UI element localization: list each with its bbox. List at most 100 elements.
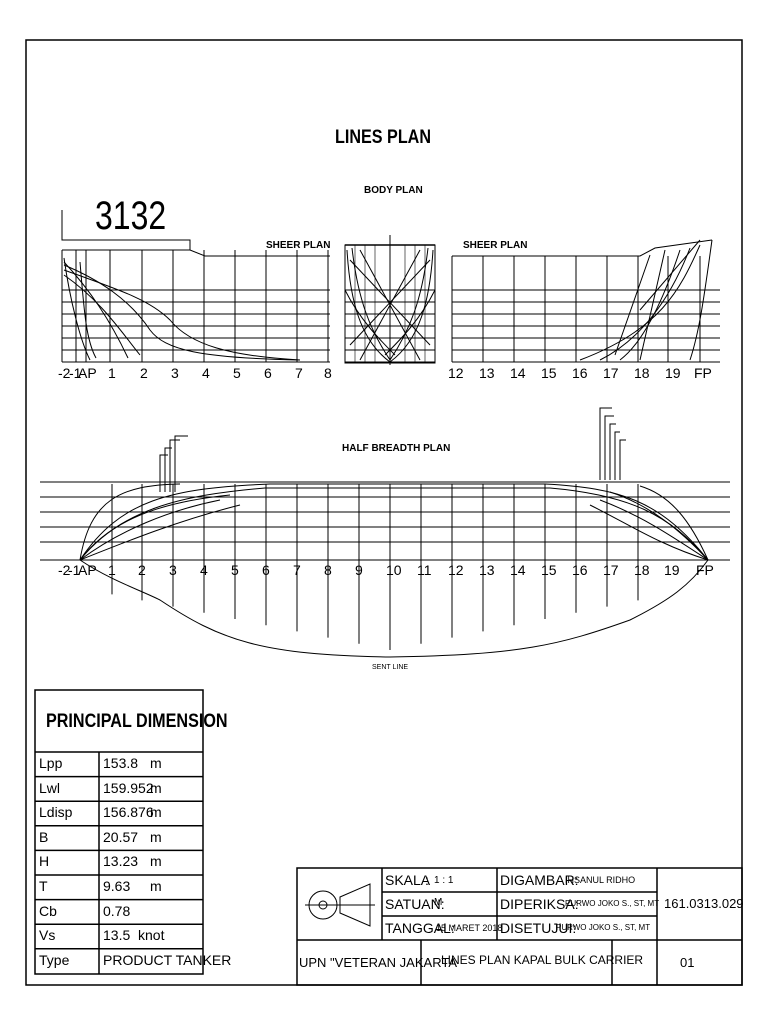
station-label: -2 bbox=[58, 365, 71, 381]
pd-value: 13.5 bbox=[103, 927, 131, 944]
station-label: -1 bbox=[68, 562, 81, 578]
station-label: 1 bbox=[108, 365, 116, 381]
station-label: -1 bbox=[69, 365, 82, 381]
station-label: 1 bbox=[108, 562, 116, 578]
principal-dimension-table bbox=[34, 689, 204, 975]
pd-value: 0.78 bbox=[103, 902, 131, 919]
station-label: 18 bbox=[634, 365, 650, 381]
station-label: 3 bbox=[169, 562, 177, 578]
station-label: 14 bbox=[510, 562, 526, 578]
pd-unit: m bbox=[150, 853, 162, 870]
station-label: 12 bbox=[448, 365, 464, 381]
station-label: 2 bbox=[138, 562, 146, 578]
pd-value: 156.876 bbox=[103, 804, 154, 821]
drawing-title: LINES PLAN bbox=[335, 127, 432, 148]
sheer-plan-label-right: SHEER PLAN bbox=[463, 240, 528, 251]
drawing-title-block: LINES PLAN KAPAL BULK CARRIER bbox=[441, 953, 644, 967]
tanggal-label: TANGGAL: bbox=[385, 920, 455, 936]
station-label: 9 bbox=[355, 562, 363, 578]
disetujui-value: PURWO JOKO S., ST, MT bbox=[556, 923, 651, 932]
station-label: 8 bbox=[324, 365, 332, 381]
diperiksa-value: PURWO JOKO S., ST, MT bbox=[565, 899, 660, 908]
pd-label: Lpp bbox=[39, 755, 63, 771]
station-label: 19 bbox=[665, 365, 681, 381]
pd-label: Ldisp bbox=[39, 804, 73, 821]
pd-label: Type bbox=[39, 951, 70, 968]
pd-unit: m bbox=[150, 755, 162, 771]
station-label: 18 bbox=[634, 562, 650, 578]
pd-value: 159.952 bbox=[103, 779, 154, 796]
station-label: 15 bbox=[541, 562, 557, 578]
institution: UPN "VETERAN JAKARTA bbox=[299, 955, 457, 970]
station-label: 7 bbox=[293, 562, 301, 578]
skala-label: SKALA bbox=[385, 872, 431, 888]
station-label: 15 bbox=[541, 365, 557, 381]
body-plan-label: BODY PLAN bbox=[364, 185, 423, 196]
half-breadth-plan bbox=[40, 407, 730, 658]
station-label: AP bbox=[78, 365, 97, 381]
principal-dimension-heading: PRINCIPAL DIMENSION bbox=[46, 711, 228, 732]
station-label: 10 bbox=[386, 562, 402, 578]
station-label: 13 bbox=[479, 562, 495, 578]
sheet-number: 01 bbox=[680, 955, 695, 970]
station-label: FP bbox=[694, 365, 712, 381]
pd-label: Vs bbox=[39, 927, 56, 944]
pd-label: Lwl bbox=[39, 779, 61, 796]
pd-value: 20.57 bbox=[103, 828, 139, 845]
pd-label: T bbox=[39, 878, 48, 894]
station-label: 5 bbox=[233, 365, 241, 381]
body-plan bbox=[344, 235, 436, 365]
station-label: 7 bbox=[295, 365, 303, 381]
station-label: FP bbox=[696, 562, 714, 578]
station-label: 14 bbox=[510, 365, 526, 381]
digambar-value: IHSANUL RIDHO bbox=[565, 875, 636, 885]
pd-value: PRODUCT TANKER bbox=[103, 951, 232, 968]
pd-label: H bbox=[39, 853, 50, 870]
station-label: 8 bbox=[324, 562, 332, 578]
sent-line-label: SENT LINE bbox=[372, 664, 409, 671]
station-label: 17 bbox=[603, 562, 619, 578]
tanggal-value: 15 MARET 2018 bbox=[436, 923, 503, 933]
station-label: 17 bbox=[603, 365, 619, 381]
station-label: 3 bbox=[171, 365, 179, 381]
pd-unit: m bbox=[150, 804, 162, 821]
sheer-plan-label-left: SHEER PLAN bbox=[266, 240, 331, 251]
skala-value: 1 : 1 bbox=[434, 875, 454, 886]
station-label: 12 bbox=[448, 562, 464, 578]
station-label: 4 bbox=[202, 365, 210, 381]
diperiksa-label: DIPERIKSA: bbox=[500, 896, 579, 912]
pd-unit: knot bbox=[138, 927, 165, 944]
drawing-number: 161.0313.029 bbox=[664, 896, 744, 911]
satuan-value: M bbox=[434, 897, 443, 908]
pd-unit: m bbox=[150, 779, 162, 796]
disetujui-label: DISETUJUI: bbox=[500, 920, 577, 936]
sheer-plan-right bbox=[451, 239, 720, 363]
pd-unit: m bbox=[150, 828, 162, 845]
station-label: 11 bbox=[417, 562, 432, 578]
pd-value: 153.8 bbox=[103, 755, 139, 771]
station-label: 6 bbox=[262, 562, 270, 578]
station-label: 16 bbox=[572, 365, 588, 381]
station-label: 16 bbox=[572, 562, 588, 578]
station-label: 2 bbox=[140, 365, 148, 381]
skala-colon: : bbox=[425, 872, 429, 888]
station-label: AP bbox=[78, 562, 97, 578]
station-label: 19 bbox=[664, 562, 680, 578]
digambar-label: DIGAMBAR: bbox=[500, 872, 579, 888]
sheer-plan-left bbox=[61, 210, 330, 363]
pd-value: 9.63 bbox=[103, 878, 131, 894]
station-label: 4 bbox=[200, 562, 208, 578]
pd-unit: m bbox=[150, 878, 162, 894]
pd-label: B bbox=[39, 828, 49, 845]
pd-label: Cb bbox=[39, 902, 57, 919]
half-breadth-label: HALF BREADTH PLAN bbox=[342, 443, 451, 454]
satuan-label: SATUAN: bbox=[385, 896, 445, 912]
station-label: 13 bbox=[479, 365, 495, 381]
title-block bbox=[296, 867, 743, 986]
projection-symbol-icon bbox=[305, 883, 375, 927]
station-label: 6 bbox=[264, 365, 272, 381]
pd-value: 13.23 bbox=[103, 853, 139, 870]
hull-number: 3132 bbox=[95, 194, 167, 238]
station-label: 5 bbox=[231, 562, 239, 578]
